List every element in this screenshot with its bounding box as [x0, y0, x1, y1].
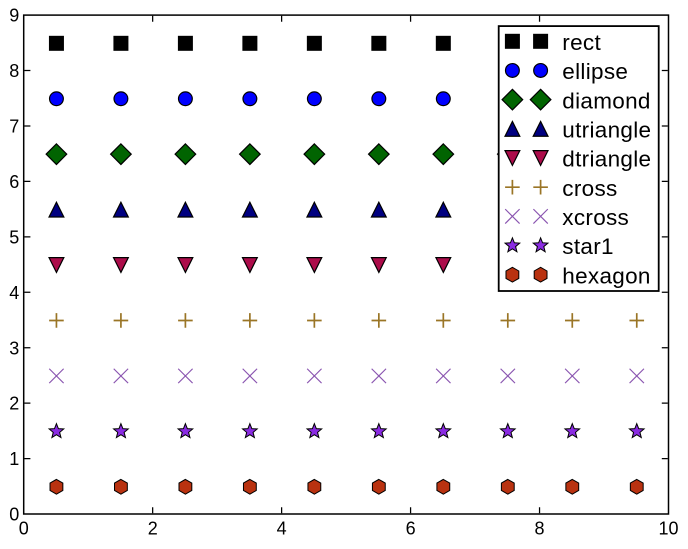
svg-text:0: 0 — [9, 505, 19, 525]
svg-text:rect: rect — [562, 30, 601, 55]
svg-text:8: 8 — [9, 61, 19, 81]
svg-text:utriangle: utriangle — [562, 118, 651, 143]
svg-text:xcross: xcross — [562, 205, 629, 230]
svg-text:6: 6 — [406, 518, 416, 538]
svg-text:0: 0 — [19, 518, 29, 538]
svg-text:7: 7 — [9, 117, 19, 137]
svg-text:hexagon: hexagon — [562, 263, 650, 288]
svg-text:star1: star1 — [562, 234, 614, 259]
svg-text:10: 10 — [658, 518, 678, 538]
svg-text:2: 2 — [148, 518, 158, 538]
svg-text:5: 5 — [9, 227, 19, 247]
svg-text:3: 3 — [9, 338, 19, 358]
svg-text:diamond: diamond — [562, 88, 650, 113]
svg-text:2: 2 — [9, 394, 19, 414]
svg-text:8: 8 — [534, 518, 544, 538]
svg-text:1: 1 — [9, 449, 19, 469]
svg-text:cross: cross — [562, 176, 617, 201]
svg-text:dtriangle: dtriangle — [562, 147, 651, 172]
svg-text:6: 6 — [9, 172, 19, 192]
svg-text:9: 9 — [9, 6, 19, 26]
svg-text:4: 4 — [9, 283, 19, 303]
svg-text:ellipse: ellipse — [562, 59, 628, 84]
svg-text:4: 4 — [277, 518, 287, 538]
